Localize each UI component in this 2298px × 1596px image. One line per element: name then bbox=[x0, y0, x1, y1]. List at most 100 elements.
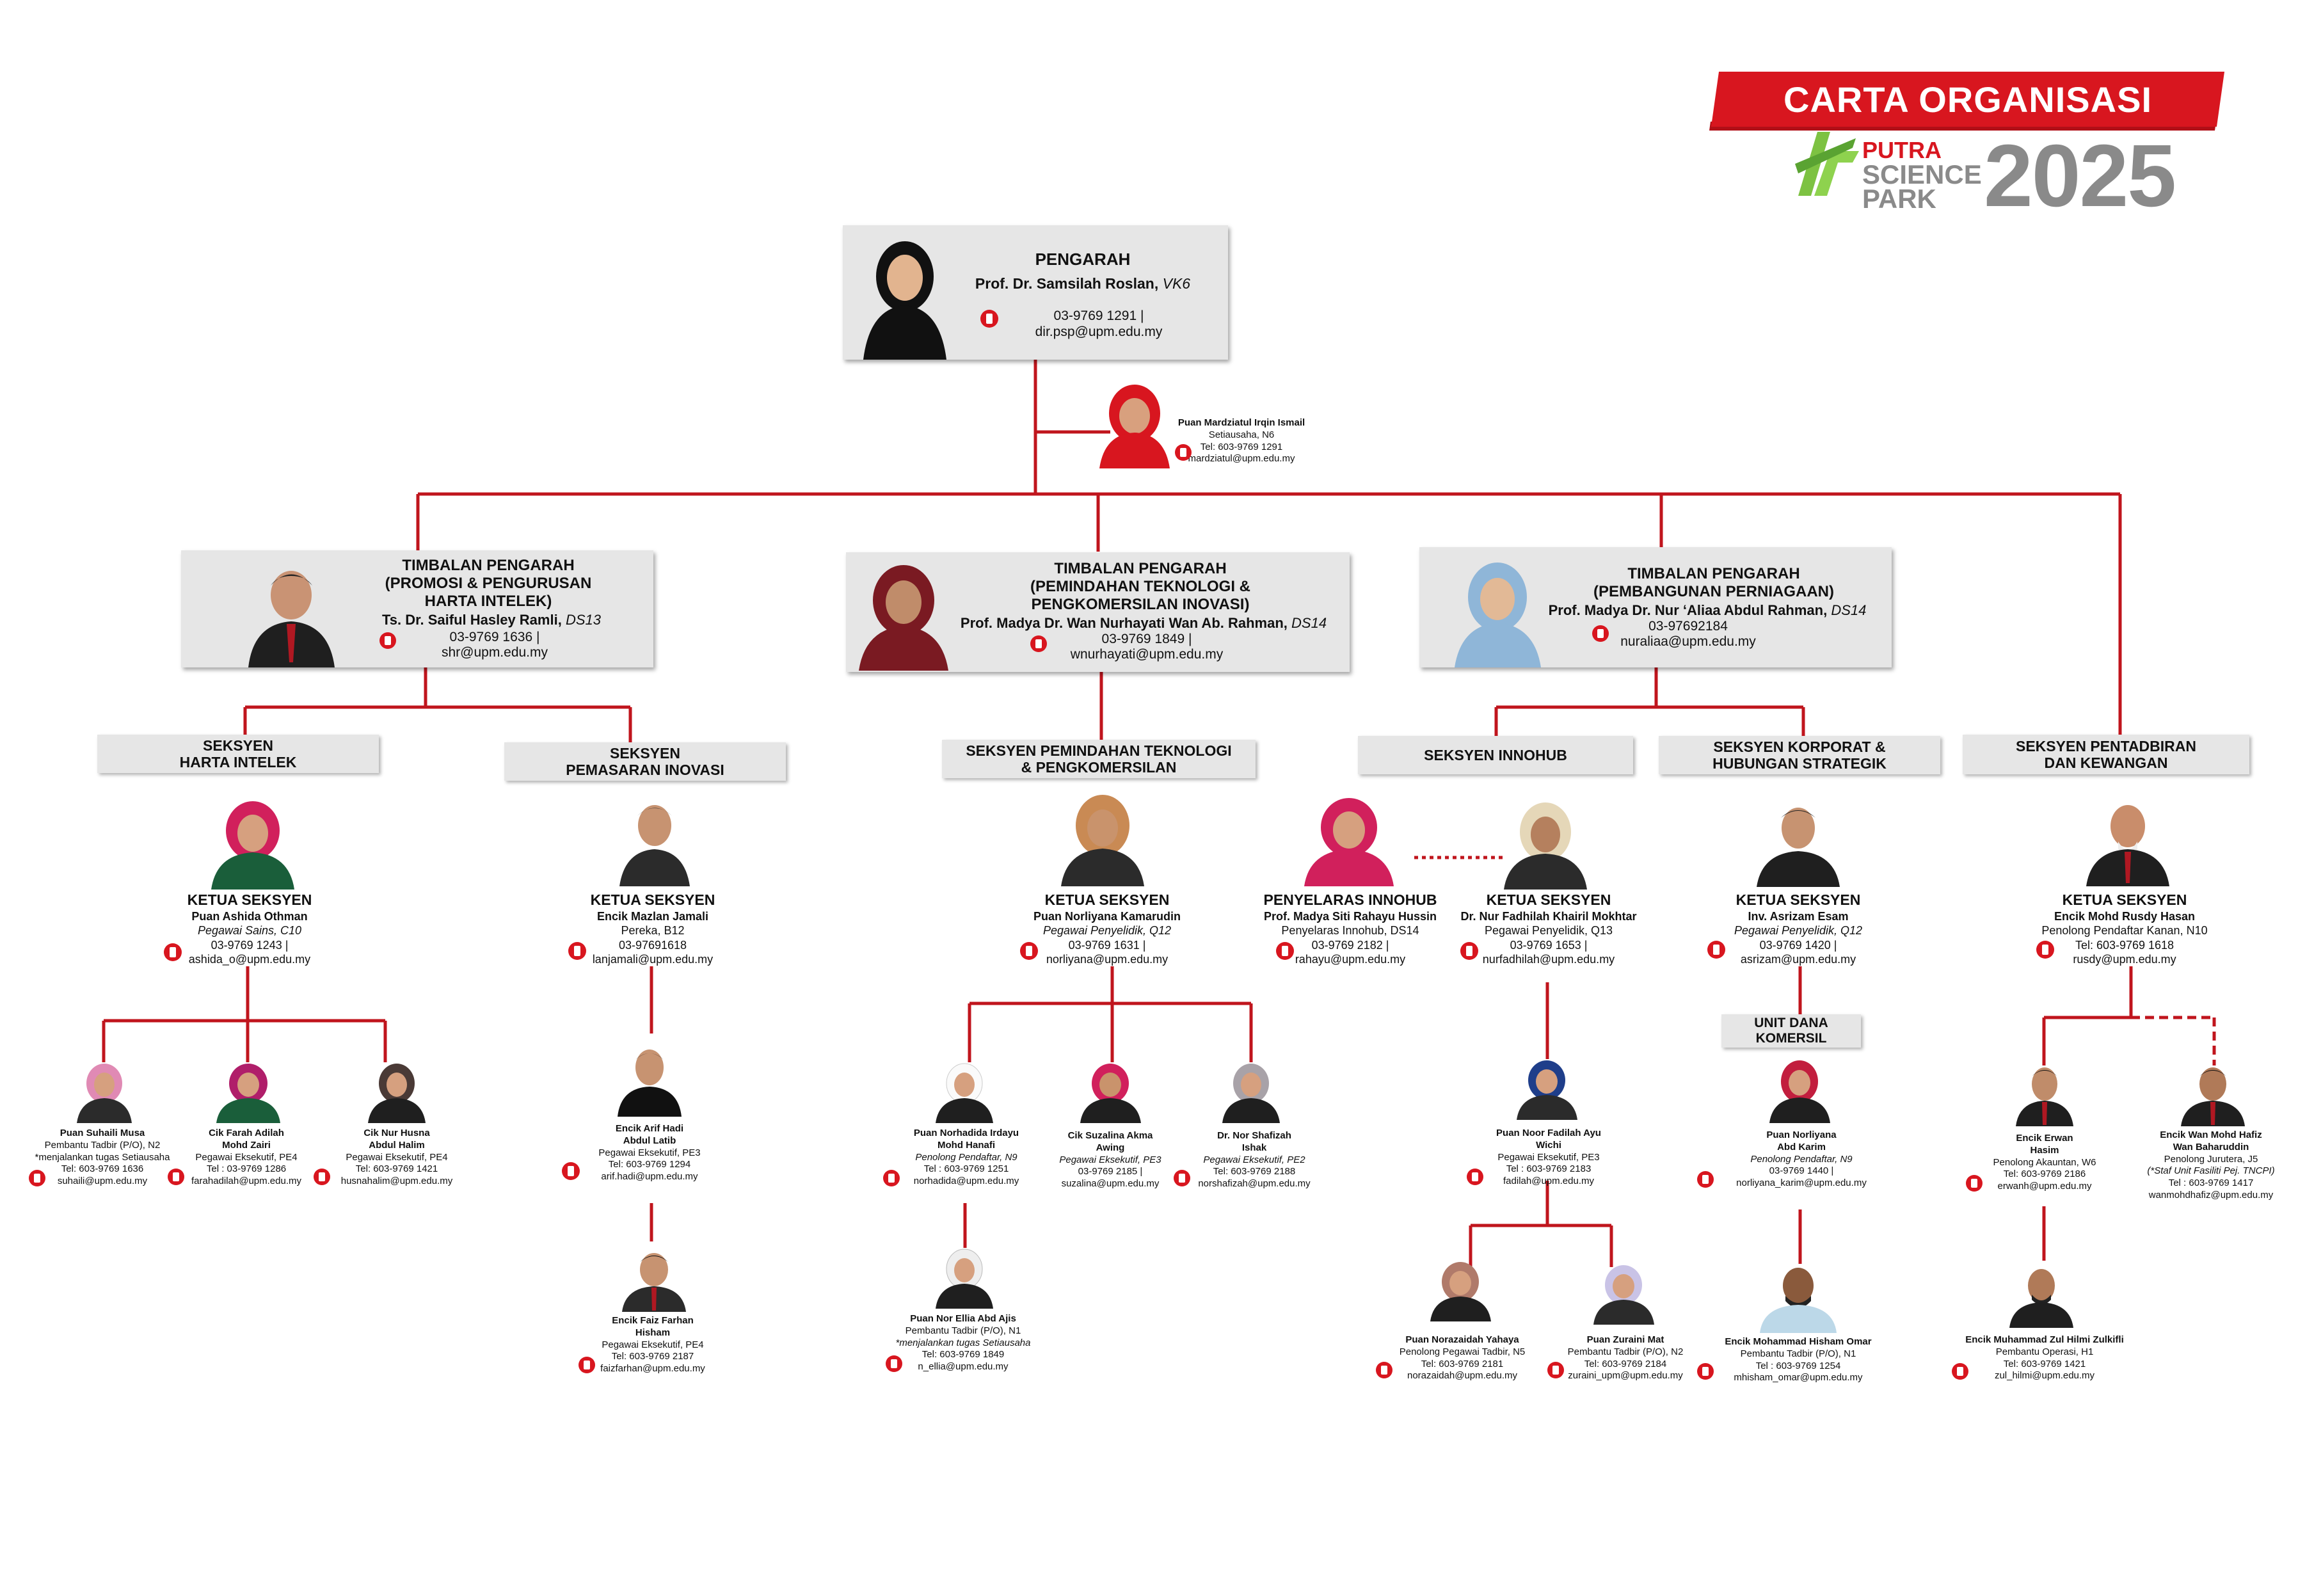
staff-suzalina-photo bbox=[1080, 1064, 1141, 1123]
head-5-phone: 03-9769 1653 | bbox=[1510, 938, 1588, 952]
deputy-2-role-line-1: TIMBALAN PENGARAH bbox=[1054, 560, 1227, 577]
phone-icon bbox=[883, 1170, 900, 1186]
phone-icon bbox=[568, 942, 586, 960]
staff-norhadida-title: Penolong Pendaftar, N9 bbox=[915, 1151, 1017, 1163]
staff-fadilah-email[interactable]: fadilah@upm.edu.my bbox=[1503, 1176, 1594, 1186]
staff-ellia-title: Pembantu Tadbir (P/O), N1 bbox=[905, 1325, 1021, 1336]
staff-suzalina-email[interactable]: suzalina@upm.edu.my bbox=[1061, 1178, 1160, 1189]
staff-zuraini-title: Pembantu Tadbir (P/O), N2 bbox=[1567, 1346, 1684, 1357]
staff-zul-phone: Tel: 603-9769 1421 bbox=[2003, 1358, 2086, 1369]
secretary-phone: Tel: 603-9769 1291 bbox=[1200, 441, 1283, 452]
head-6-name: Inv. Asrizam Esam bbox=[1748, 909, 1849, 923]
staff-hisham-email[interactable]: mhisham_omar@upm.edu.my bbox=[1734, 1372, 1863, 1384]
secretary-name: Puan Mardziatul Irqin Ismail bbox=[1177, 417, 1305, 428]
staff-card-norazaidah: Puan Norazaidah Yahaya Penolong Pegawai … bbox=[1382, 1334, 1542, 1382]
staff-erwan-name-2: Hasim bbox=[2030, 1144, 2059, 1156]
staff-husna-title: Pegawai Eksekutif, PE4 bbox=[346, 1151, 448, 1163]
deputy-3-role: TIMBALAN PENGARAH (PEMBANGUNAN PERNIAGAA… bbox=[1541, 565, 1887, 601]
staff-card-norliyanak: Puan Norliyana Abd Karim Penolong Pendaf… bbox=[1721, 1129, 1881, 1190]
phone-icon bbox=[164, 943, 182, 961]
phone-icon bbox=[1467, 1169, 1483, 1185]
staff-zul-name: Encik Muhammad Zul Hilmi Zulkifli bbox=[1965, 1334, 2124, 1345]
head-3-email[interactable]: norliyana@upm.edu.my bbox=[1046, 953, 1169, 966]
deputy-2-role-line-2: (PEMINDAHAN TEKNOLOGI & bbox=[1030, 578, 1250, 595]
deputy-1-role-line-2: (PROMOSI & PENGURUSAN bbox=[385, 575, 592, 592]
deputy-2-photo bbox=[859, 565, 948, 671]
head-card-6: KETUA SEKSYEN Inv. Asrizam Esam Pegawai … bbox=[1702, 891, 1894, 967]
staff-norhadida-phone: Tel : 603-9769 1251 bbox=[923, 1163, 1009, 1175]
phone-icon bbox=[1020, 942, 1038, 960]
staff-zuraini-email[interactable]: zuraini_upm@upm.edu.my bbox=[1568, 1370, 1683, 1382]
head-7-phone: Tel: 603-9769 1618 bbox=[2075, 938, 2174, 952]
head-6-role: KETUA SEKSYEN bbox=[1735, 891, 1861, 908]
deputy-3-grade: DS14 bbox=[1831, 602, 1867, 618]
staff-fadilah-phone: Tel : 603-9769 2183 bbox=[1506, 1163, 1592, 1175]
director-phone: 03-9769 1291 | bbox=[1053, 308, 1144, 323]
section-5-line-1: SEKSYEN KORPORAT & bbox=[1713, 738, 1886, 755]
staff-farah-title: Pegawai Eksekutif, PE4 bbox=[195, 1151, 298, 1163]
deputy-3-email[interactable]: nuraliaa@upm.edu.my bbox=[1620, 634, 1756, 649]
head-2-phone: 03-97691618 bbox=[618, 938, 687, 952]
staff-arif-name-1: Encik Arif Hadi bbox=[615, 1123, 684, 1134]
staff-norhadida-email[interactable]: norhadida@upm.edu.my bbox=[913, 1176, 1019, 1186]
head-7-title: Penolong Pendaftar Kanan, N10 bbox=[2041, 924, 2208, 938]
section-1-line-1: SEKSYEN bbox=[203, 737, 273, 754]
staff-husna-phone: Tel: 603-9769 1421 bbox=[355, 1163, 438, 1175]
staff-erwan-email[interactable]: erwanh@upm.edu.my bbox=[1997, 1181, 2092, 1192]
phone-icon bbox=[1952, 1363, 1968, 1380]
secretary-card: Puan Mardziatul Irqin Ismail Setiausaha,… bbox=[1171, 417, 1312, 465]
staff-farah-phone: Tel : 03-9769 1286 bbox=[206, 1163, 287, 1175]
section-6-line-2: DAN KEWANGAN bbox=[2044, 754, 2168, 771]
phone-icon bbox=[1460, 942, 1478, 960]
secretary-email[interactable]: mardziatul@upm.edu.my bbox=[1188, 453, 1295, 465]
staff-zul-photo bbox=[2009, 1269, 2073, 1328]
deputy-2-email[interactable]: wnurhayati@upm.edu.my bbox=[1070, 647, 1224, 662]
head-card-4: PENYELARAS INNOHUB Prof. Madya Siti Raha… bbox=[1254, 891, 1446, 967]
section-pemindahan-teknologi: SEKSYEN PEMINDAHAN TEKNOLOGI & PENGKOMER… bbox=[942, 740, 1256, 778]
staff-norazaidah-email[interactable]: norazaidah@upm.edu.my bbox=[1407, 1370, 1517, 1382]
director-email[interactable]: dir.psp@upm.edu.my bbox=[1035, 324, 1163, 339]
staff-suhaili-phone: Tel: 603-9769 1636 bbox=[61, 1163, 144, 1175]
head-1-photo bbox=[211, 801, 294, 890]
head-4-email[interactable]: rahayu@upm.edu.my bbox=[1295, 953, 1406, 966]
staff-faiz-email[interactable]: faizfarhan@upm.edu.my bbox=[600, 1363, 705, 1374]
staff-suhaili-email[interactable]: suhaili@upm.edu.my bbox=[57, 1176, 148, 1186]
staff-zul-email[interactable]: zul_hilmi@upm.edu.my bbox=[1994, 1370, 2095, 1382]
staff-shafizah-email[interactable]: norshafizah@upm.edu.my bbox=[1198, 1178, 1311, 1189]
head-5-email[interactable]: nurfadhilah@upm.edu.my bbox=[1482, 953, 1615, 966]
head-6-email[interactable]: asrizam@upm.edu.my bbox=[1740, 953, 1856, 966]
staff-card-zul: Encik Muhammad Zul Hilmi Zulkifli Pemban… bbox=[1952, 1334, 2137, 1382]
section-3-line-1: SEKSYEN PEMINDAHAN TEKNOLOGI bbox=[966, 742, 1232, 759]
staff-farah-email[interactable]: farahadilah@upm.edu.my bbox=[191, 1176, 301, 1186]
staff-shafizah-name-2: Ishak bbox=[1241, 1142, 1267, 1153]
director-name-line: Prof. Dr. Samsilah Roslan, VK6 bbox=[952, 275, 1214, 292]
head-7-email[interactable]: rusdy@upm.edu.my bbox=[2073, 953, 2176, 966]
section-pentadbiran: SEKSYEN PENTADBIRAN DAN KEWANGAN bbox=[1963, 735, 2249, 774]
phone-icon bbox=[314, 1169, 330, 1185]
head-2-email[interactable]: lanjamali@upm.edu.my bbox=[592, 953, 714, 966]
staff-fadilah-name-2: Wichi bbox=[1536, 1139, 1561, 1151]
staff-hafiz-email[interactable]: wanmohdhafiz@upm.edu.my bbox=[2148, 1189, 2274, 1201]
head-1-email[interactable]: ashida_o@upm.edu.my bbox=[188, 953, 311, 966]
section-4-line-1: SEKSYEN INNOHUB bbox=[1424, 747, 1567, 763]
section-6-line-1: SEKSYEN PENTADBIRAN bbox=[2016, 738, 2196, 754]
staff-erwan-phone: Tel: 603-9769 2186 bbox=[2003, 1169, 2086, 1180]
staff-norliyanak-name-1: Puan Norliyana bbox=[1766, 1129, 1837, 1140]
head-2-role: KETUA SEKSYEN bbox=[590, 891, 715, 908]
deputy-box-3: TIMBALAN PENGARAH (PEMBANGUNAN PERNIAGAA… bbox=[1419, 547, 1892, 667]
staff-ellia-email[interactable]: n_ellia@upm.edu.my bbox=[918, 1361, 1009, 1372]
staff-card-arif: Encik Arif Hadi Abdul Latib Pegawai Ekse… bbox=[576, 1123, 723, 1183]
phone-icon bbox=[1547, 1362, 1564, 1378]
head-3-role: KETUA SEKSYEN bbox=[1044, 891, 1170, 908]
staff-card-husna: Cik Nur Husna Abdul Halim Pegawai Ekseku… bbox=[323, 1128, 470, 1188]
deputy-1-email[interactable]: shr@upm.edu.my bbox=[441, 645, 548, 660]
head-5-role: KETUA SEKSYEN bbox=[1486, 891, 1611, 908]
staff-arif-email[interactable]: arif.hadi@upm.edu.my bbox=[601, 1171, 698, 1182]
phone-icon bbox=[29, 1170, 45, 1186]
staff-norliyanak-email[interactable]: norliyana_karim@upm.edu.my bbox=[1736, 1177, 1867, 1188]
head-3-title: Pegawai Penyelidik, Q12 bbox=[1042, 924, 1172, 938]
deputy-1-phone: 03-9769 1636 | bbox=[449, 630, 540, 644]
staff-arif-title: Pegawai Eksekutif, PE3 bbox=[598, 1147, 701, 1158]
staff-husna-email[interactable]: husnahalim@upm.edu.my bbox=[340, 1176, 453, 1186]
head-3-phone: 03-9769 1631 | bbox=[1068, 938, 1146, 952]
